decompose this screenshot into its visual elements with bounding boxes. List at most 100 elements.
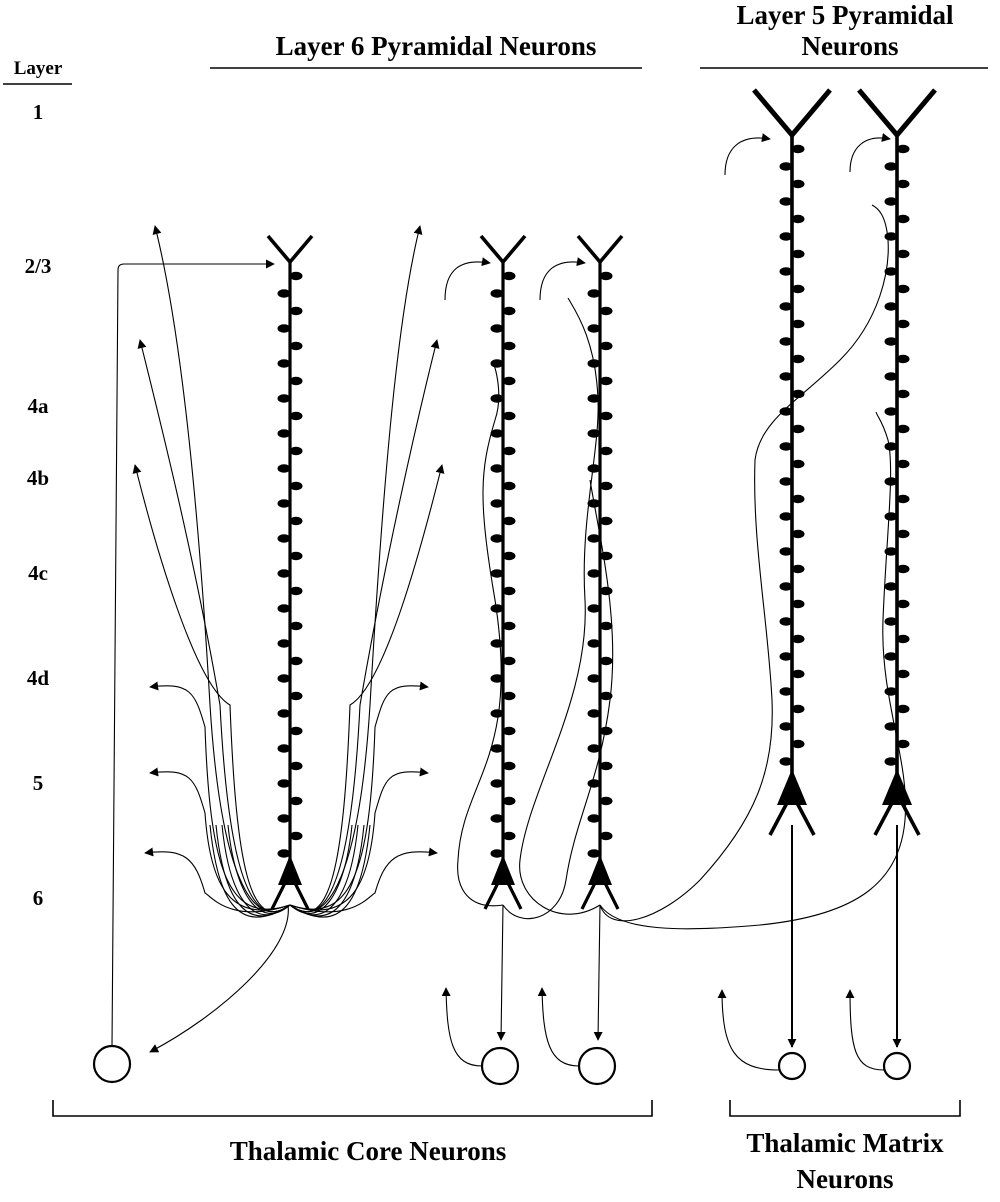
ascending-collateral — [289, 464, 445, 913]
dendritic-spine — [599, 621, 613, 631]
thalamic-matrix-neuron-2 — [882, 1051, 912, 1081]
dendrite-tuft — [266, 234, 314, 265]
ascending-collateral — [137, 339, 291, 913]
dendritic-spine — [277, 324, 291, 333]
dendritic-spine — [277, 639, 291, 648]
dendritic-spine — [490, 324, 504, 333]
layer6-pyramidal-neuron-1 — [266, 234, 314, 910]
ascending-collateral — [152, 225, 291, 913]
layer5-pyramidal-neuron-2 — [857, 88, 937, 836]
dendritic-spine — [587, 359, 601, 368]
corticothalamic-axon — [496, 904, 506, 1041]
dendritic-spine — [896, 319, 910, 329]
dendritic-spine — [884, 232, 898, 241]
dendritic-spine — [791, 284, 805, 294]
thalamic-feedback-arrow — [537, 987, 580, 1067]
recurrent-axon — [457, 361, 504, 907]
dendritic-spine — [884, 407, 898, 416]
dendritic-spine — [587, 639, 601, 648]
dendritic-spine — [896, 424, 910, 434]
dendritic-spine — [791, 319, 805, 329]
dendritic-spine — [289, 481, 303, 491]
dendritic-spine — [599, 551, 613, 561]
dendritic-spine — [502, 691, 516, 701]
dendritic-spine — [490, 849, 504, 858]
dendritic-spine — [490, 499, 504, 508]
dendritic-spine — [791, 704, 805, 714]
afferent-arrow — [539, 257, 586, 301]
dendritic-spine — [599, 271, 613, 281]
dendritic-spine — [289, 376, 303, 386]
dendritic-spine — [884, 582, 898, 591]
dendritic-spine — [884, 757, 898, 766]
dendritic-spine — [277, 289, 291, 298]
basal-dendrites — [483, 880, 523, 910]
layer-label-4a: 4a — [28, 394, 50, 418]
thalamic-feedback-arrow — [441, 987, 483, 1067]
dendritic-spine — [277, 744, 291, 753]
dendritic-spine — [277, 429, 291, 438]
lateral-collateral — [144, 847, 291, 913]
dendritic-spine — [791, 389, 805, 399]
dendritic-spine — [587, 779, 601, 788]
ascending-collateral — [132, 464, 291, 913]
dendritic-spine — [289, 691, 303, 701]
dendritic-spine — [779, 547, 793, 556]
dendritic-spine — [289, 586, 303, 596]
core-neurons-label: Thalamic Core Neurons — [230, 1136, 507, 1166]
dendritic-spine — [289, 551, 303, 561]
dendritic-spine — [490, 429, 504, 438]
thalamic-core-neuron-3 — [577, 1046, 617, 1086]
dendritic-spine — [289, 446, 303, 456]
dendritic-spine — [277, 499, 291, 508]
core-neurons-bracket — [52, 1100, 653, 1117]
dendritic-spine — [779, 337, 793, 346]
dendritic-spine — [289, 726, 303, 736]
dendritic-spine — [277, 814, 291, 823]
dendritic-spine — [587, 674, 601, 683]
dendritic-spine — [490, 359, 504, 368]
dendritic-spine — [884, 547, 898, 556]
dendritic-spine — [779, 442, 793, 451]
dendritic-spine — [490, 814, 504, 823]
dendritic-spine — [490, 709, 504, 718]
dendrite-tuft — [479, 234, 527, 265]
soma — [777, 769, 807, 805]
dendritic-spine — [289, 306, 303, 316]
dendritic-spine — [884, 687, 898, 696]
lateral-collateral — [289, 681, 429, 910]
lateral-collateral — [149, 681, 291, 910]
matrix-neurons-label-line1: Thalamic Matrix — [746, 1128, 944, 1158]
layer-column-header: Layer — [14, 58, 63, 79]
dendritic-spine — [884, 372, 898, 381]
dendritic-spine — [779, 617, 793, 626]
dendritic-spine — [289, 516, 303, 526]
dendritic-spine — [791, 459, 805, 469]
dendritic-spine — [896, 669, 910, 679]
dendritic-spine — [791, 529, 805, 539]
dendritic-spine — [502, 621, 516, 631]
afferent-arrow — [444, 257, 491, 301]
dendritic-spine — [502, 411, 516, 421]
dendritic-spine — [490, 779, 504, 788]
corticothalamic-axon — [593, 904, 603, 1041]
dendritic-spine — [779, 722, 793, 731]
dendritic-spine — [277, 534, 291, 543]
dendritic-spine — [896, 249, 910, 259]
dendritic-spine — [791, 214, 805, 224]
layer-label-4c: 4c — [28, 561, 48, 585]
dendritic-spine — [277, 359, 291, 368]
dendritic-spine — [277, 709, 291, 718]
dendritic-spine — [599, 796, 613, 806]
dendritic-spine — [502, 341, 516, 351]
layer-label-2-3: 2/3 — [25, 254, 52, 278]
dendritic-spine — [884, 477, 898, 486]
dendritic-spine — [884, 652, 898, 661]
dendritic-spine — [884, 617, 898, 626]
dendritic-spine — [791, 144, 805, 154]
dendritic-spine — [779, 757, 793, 766]
dendritic-spine — [779, 512, 793, 521]
dendritic-spine — [896, 144, 910, 154]
dendritic-spine — [896, 739, 910, 749]
dendritic-spine — [490, 289, 504, 298]
